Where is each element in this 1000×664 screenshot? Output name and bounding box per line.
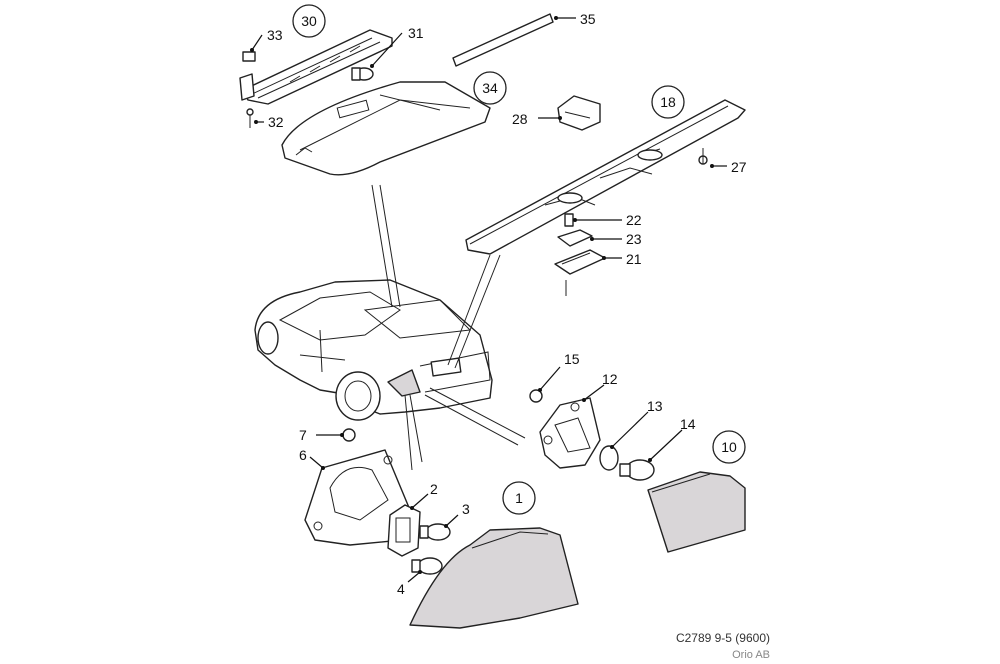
leader-lines — [250, 16, 727, 583]
bulb-holder-part-2 — [387, 504, 421, 557]
label-32: 32 — [268, 114, 284, 130]
projection-line — [371, 184, 393, 308]
projection-line — [447, 254, 491, 366]
clip-part-33 — [242, 51, 256, 62]
brake-light-bracket-part-30 — [239, 29, 393, 105]
label-35: 35 — [580, 11, 596, 27]
label-28: 28 — [512, 111, 528, 127]
bulb-part-22 — [564, 213, 574, 227]
diagram-code: C2789 9-5 (9600) — [676, 631, 770, 645]
callout-30: 30 — [292, 4, 326, 38]
projection-line — [379, 184, 401, 308]
label-12: 12 — [602, 371, 618, 387]
callout-1: 1 — [502, 481, 536, 515]
callout-10: 10 — [712, 430, 746, 464]
car-illustration — [254, 279, 493, 421]
screw-part-32 — [246, 108, 254, 128]
projection-line — [454, 254, 501, 369]
bulb-part-31 — [351, 67, 374, 81]
nut-part-7 — [342, 428, 356, 442]
bulb-part-3 — [419, 523, 451, 541]
label-4: 4 — [397, 581, 405, 597]
label-7: 7 — [299, 427, 307, 443]
label-22: 22 — [626, 212, 642, 228]
inner-lamp-part-10 — [647, 471, 746, 553]
label-13: 13 — [647, 398, 663, 414]
seal-strip-part-35 — [452, 13, 554, 67]
tail-lamp-part-1 — [409, 527, 579, 629]
bulb-part-4 — [411, 557, 443, 575]
projection-line — [404, 394, 413, 471]
callout-number: 18 — [660, 94, 676, 110]
label-33: 33 — [267, 27, 283, 43]
callout-number: 34 — [482, 80, 498, 96]
label-3: 3 — [462, 501, 470, 517]
publisher-name: Orio AB — [732, 649, 770, 661]
nut-part-15 — [529, 389, 543, 403]
label-27: 27 — [731, 159, 747, 175]
projection-line — [424, 394, 519, 446]
callout-number: 30 — [301, 13, 317, 29]
lamp-part-21 — [554, 249, 606, 296]
brake-light-housing-part-34 — [281, 81, 491, 176]
callout-number: 1 — [515, 490, 523, 506]
projection-line — [429, 387, 526, 439]
label-23: 23 — [626, 231, 642, 247]
callout-18: 18 — [651, 85, 685, 119]
label-21: 21 — [626, 251, 642, 267]
label-14: 14 — [680, 416, 696, 432]
label-2: 2 — [430, 481, 438, 497]
label-15: 15 — [564, 351, 580, 367]
bulb-holder-part-13 — [599, 445, 619, 471]
callout-34: 34 — [473, 71, 507, 105]
lens-part-23 — [557, 229, 593, 247]
label-6: 6 — [299, 447, 307, 463]
callout-number: 10 — [721, 439, 737, 455]
screw-part-27 — [698, 148, 708, 165]
license-light-rail-part-18 — [465, 99, 746, 255]
bulb-part-14 — [619, 459, 655, 481]
clip-part-28 — [557, 95, 601, 131]
label-31: 31 — [408, 25, 424, 41]
projection-line — [409, 394, 423, 463]
bracket-part-12 — [539, 397, 601, 469]
